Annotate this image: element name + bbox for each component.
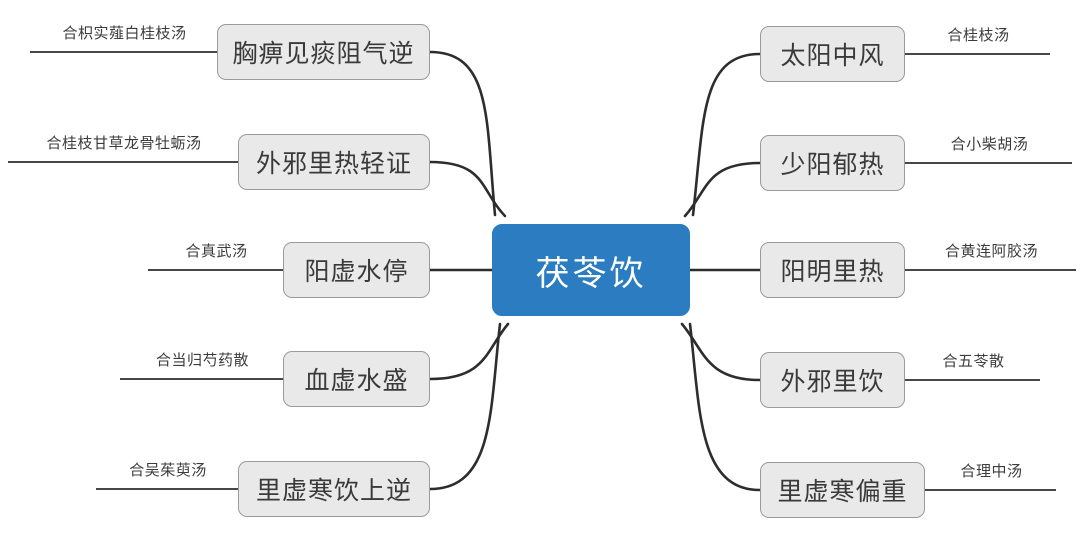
branch-node-left-5[interactable]: 里虚寒饮上逆 xyxy=(238,461,430,517)
branch-node-right-3-label: 阳明里热 xyxy=(780,258,885,286)
branch-node-right-2-label: 少阳郁热 xyxy=(780,151,885,179)
curve-right-4 xyxy=(680,322,762,382)
center-node[interactable]: 茯苓饮 xyxy=(492,224,690,316)
leaf-label-left-1: 合枳实薤白桂枝汤 xyxy=(62,25,187,42)
leaf-label-left-5: 合吴茱萸汤 xyxy=(129,462,207,479)
leaf-label-right-3: 合黄连阿胶汤 xyxy=(944,243,1038,260)
branch-node-right-4[interactable]: 外邪里饮 xyxy=(760,352,905,408)
leaf-label-left-2: 合桂枝甘草龙骨牡蛎汤 xyxy=(46,135,202,152)
branch-node-right-1-label: 太阳中风 xyxy=(780,42,885,70)
leaf-label-right-4: 合五苓散 xyxy=(942,353,1005,370)
branch-node-left-4-label: 血虚水盛 xyxy=(304,367,409,395)
curve-left-4 xyxy=(428,322,510,381)
curve-left-5 xyxy=(428,322,502,491)
branch-node-left-1[interactable]: 胸痹见痰阻气逆 xyxy=(217,24,430,80)
branch-node-left-2-label: 外邪里热轻证 xyxy=(255,150,412,178)
curve-right-1 xyxy=(691,52,762,217)
curve-left-2 xyxy=(428,160,507,218)
branch-node-left-5-label: 里虚寒饮上逆 xyxy=(255,477,412,505)
leaf-label-right-5: 合理中汤 xyxy=(960,463,1023,480)
branch-node-left-3-label: 阳虚水停 xyxy=(304,258,409,286)
leaf-label-right-1: 合桂枝汤 xyxy=(947,27,1010,44)
leaf-label-left-3: 合真武汤 xyxy=(185,243,248,260)
branch-node-right-5-label: 里虚寒偏重 xyxy=(777,478,908,506)
center-node-label: 茯苓饮 xyxy=(535,254,647,293)
branch-node-left-3[interactable]: 阳虚水停 xyxy=(283,242,430,298)
curve-right-2 xyxy=(683,161,762,218)
branch-node-left-2[interactable]: 外邪里热轻证 xyxy=(238,134,430,190)
curve-right-5 xyxy=(688,322,762,492)
leaf-label-left-4: 合当归芍药散 xyxy=(155,352,249,369)
branch-node-right-5[interactable]: 里虚寒偏重 xyxy=(760,462,925,518)
branch-node-right-1[interactable]: 太阳中风 xyxy=(760,26,905,82)
branch-node-left-1-label: 胸痹见痰阻气逆 xyxy=(232,40,415,68)
leaf-label-right-2: 合小柴胡汤 xyxy=(950,136,1029,153)
branch-node-left-4[interactable]: 血虚水盛 xyxy=(283,351,430,407)
branch-node-right-4-label: 外邪里饮 xyxy=(780,368,885,396)
curve-left-1 xyxy=(428,50,497,217)
branch-node-right-2[interactable]: 少阳郁热 xyxy=(760,135,905,191)
branch-node-right-3[interactable]: 阳明里热 xyxy=(760,242,905,298)
